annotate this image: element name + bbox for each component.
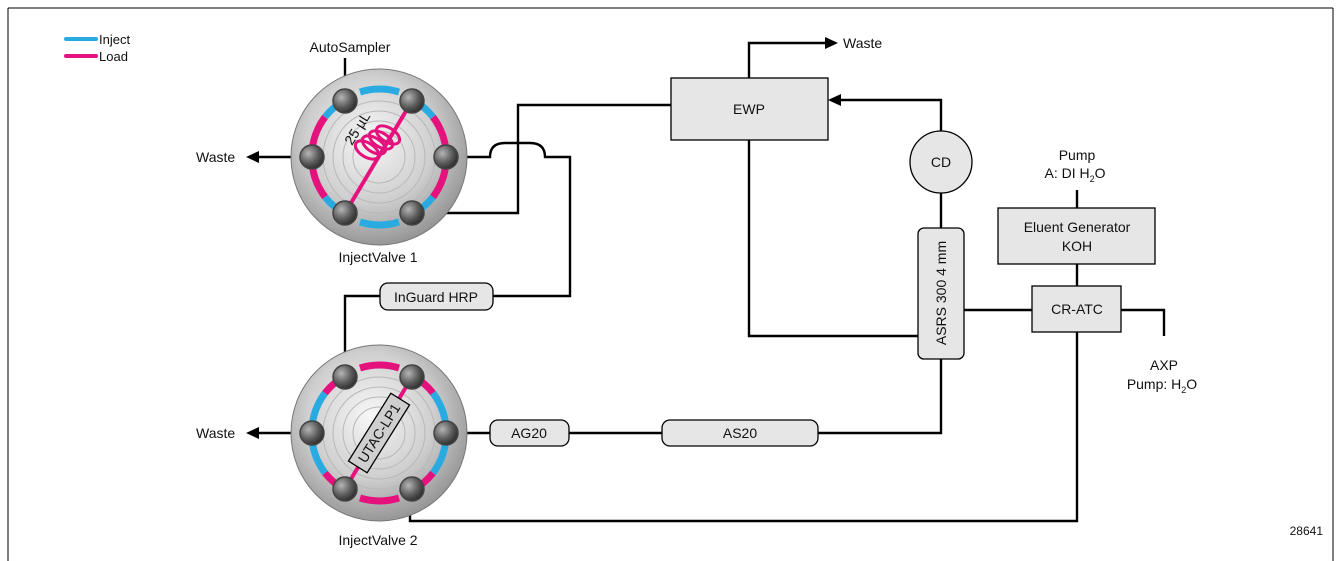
inguard-column: InGuard HRP (379, 282, 494, 311)
valve2-port (299, 420, 325, 446)
pump-a-eluent: A: DI H2O (1044, 165, 1105, 184)
waste-label-valve1: Waste (196, 149, 235, 165)
autosampler-label: AutoSampler (310, 39, 391, 55)
cr-atc-box: CR-ATC (1031, 285, 1122, 333)
legend: Inject Load (64, 32, 130, 64)
inject-valve-1: 25 µL (290, 68, 468, 246)
valve1-port (332, 200, 358, 226)
eluent-generator-label: Eluent Generator (1024, 219, 1131, 235)
ag20-label: AG20 (511, 425, 547, 441)
cd-detector: CD (909, 130, 973, 194)
valve1-name: InjectValve 1 (338, 249, 417, 265)
valve1-port (399, 200, 425, 226)
waste-label-top: Waste (843, 35, 882, 51)
valve2-port (399, 364, 425, 390)
waste-label-valve2: Waste (196, 425, 235, 441)
valve1-port (332, 88, 358, 114)
ewp-box: EWP (670, 77, 829, 141)
as20-column: AS20 (661, 419, 819, 447)
valve2-port (332, 364, 358, 390)
valve1-port (399, 88, 425, 114)
inject-valve-2: UTAC-LP1 (290, 344, 468, 522)
asrs-label: ASRS 300 4 mm (933, 241, 949, 345)
axp-pump-label: Pump: H2O (1127, 376, 1197, 395)
cr-atc-label: CR-ATC (1051, 301, 1103, 317)
legend-load-label: Load (99, 49, 128, 64)
axp-label: AXP (1150, 357, 1178, 373)
valve2-port (433, 420, 459, 446)
inguard-label: InGuard HRP (394, 289, 478, 305)
figure-id: 28641 (1290, 524, 1324, 538)
valve2-port (399, 476, 425, 502)
cd-label: CD (931, 154, 951, 170)
valve1-port (433, 144, 459, 170)
asrs-suppressor: ASRS 300 4 mm (917, 227, 965, 360)
ag20-column: AG20 (489, 419, 570, 447)
eluent-generator-sublabel: KOH (1062, 238, 1092, 254)
ewp-label: EWP (733, 101, 765, 117)
as20-label: AS20 (723, 425, 757, 441)
eluent-generator-box: Eluent Generator KOH (997, 207, 1156, 265)
valve2-port (332, 476, 358, 502)
pump-a-label: Pump (1059, 147, 1096, 163)
valve1-port (299, 144, 325, 170)
legend-inject-label: Inject (99, 32, 130, 47)
valve2-name: InjectValve 2 (338, 532, 417, 548)
